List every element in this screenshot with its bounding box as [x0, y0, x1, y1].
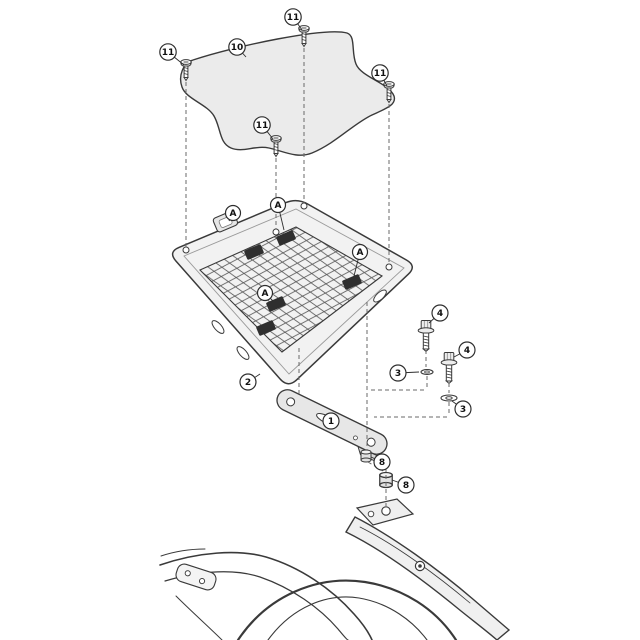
callout-label: 11 — [162, 48, 175, 58]
rubber-pad — [256, 320, 276, 336]
callout-label: 8 — [379, 458, 385, 468]
plate-slot — [236, 346, 250, 360]
spacer-icon — [360, 449, 372, 463]
callout-washer: 3 — [389, 364, 420, 382]
rubber-pad — [244, 244, 264, 260]
callout-position-a: A — [224, 204, 242, 222]
plate-hole — [300, 202, 308, 210]
rubber-pad — [276, 230, 296, 246]
callout-washer: 3 — [451, 400, 472, 418]
callout-label: 11 — [374, 69, 387, 79]
projection-lines — [185, 48, 450, 506]
callout-label: A — [357, 248, 364, 258]
callout-label: 8 — [403, 481, 409, 491]
callout-bolt: 4 — [428, 304, 449, 324]
plate-hole — [182, 246, 190, 254]
callout-screw: 11 — [284, 8, 303, 31]
callout-position-a: A — [269, 196, 287, 231]
rear-fender-arc — [236, 579, 458, 640]
cover-plate — [179, 31, 396, 156]
rack-arm — [345, 516, 511, 640]
arm-hole — [381, 506, 391, 516]
callout-label: A — [230, 209, 237, 219]
callout-screw: 11 — [253, 116, 274, 140]
flat-washer-icon — [440, 394, 458, 402]
callout-spacer: 8 — [391, 476, 415, 494]
callout-label: 3 — [395, 369, 401, 379]
plate-hole — [272, 228, 280, 236]
plate-slot — [211, 320, 225, 334]
callout-position-a: A — [351, 243, 369, 277]
callout-label: 11 — [287, 13, 300, 23]
flanged-bolt-icon — [417, 320, 435, 352]
plate-hole — [385, 263, 393, 271]
tail-bracket — [175, 563, 217, 591]
callout-label: 2 — [245, 378, 251, 388]
callout-label: 11 — [256, 121, 269, 131]
callout-spacer: 8 — [370, 453, 391, 471]
callout-bolt: 4 — [453, 341, 476, 359]
rack-plate — [171, 199, 413, 385]
callout-bracket: 1 — [322, 412, 340, 430]
callout-screw: 11 — [371, 64, 389, 87]
callout-label: A — [262, 289, 269, 299]
plate-slot — [373, 289, 387, 303]
callout-label: 10 — [231, 43, 244, 53]
rack-plate-mesh — [199, 226, 383, 353]
callout-label: 1 — [328, 417, 334, 427]
spring-washer-icon — [420, 369, 434, 375]
callout-rack-plate: 2 — [239, 373, 261, 391]
callout-label: 4 — [464, 346, 470, 356]
callout-label: A — [275, 201, 282, 211]
callout-label: 3 — [460, 405, 466, 415]
callout-screw: 11 — [159, 43, 185, 66]
rubber-pad — [266, 296, 286, 312]
callout-cover-plate: 10 — [228, 38, 247, 58]
arm-hole — [367, 510, 375, 518]
callout-label: 4 — [437, 309, 443, 319]
rubber-pad — [342, 274, 362, 290]
callout-position-a: A — [256, 284, 274, 302]
motorcycle-rear — [159, 498, 511, 640]
